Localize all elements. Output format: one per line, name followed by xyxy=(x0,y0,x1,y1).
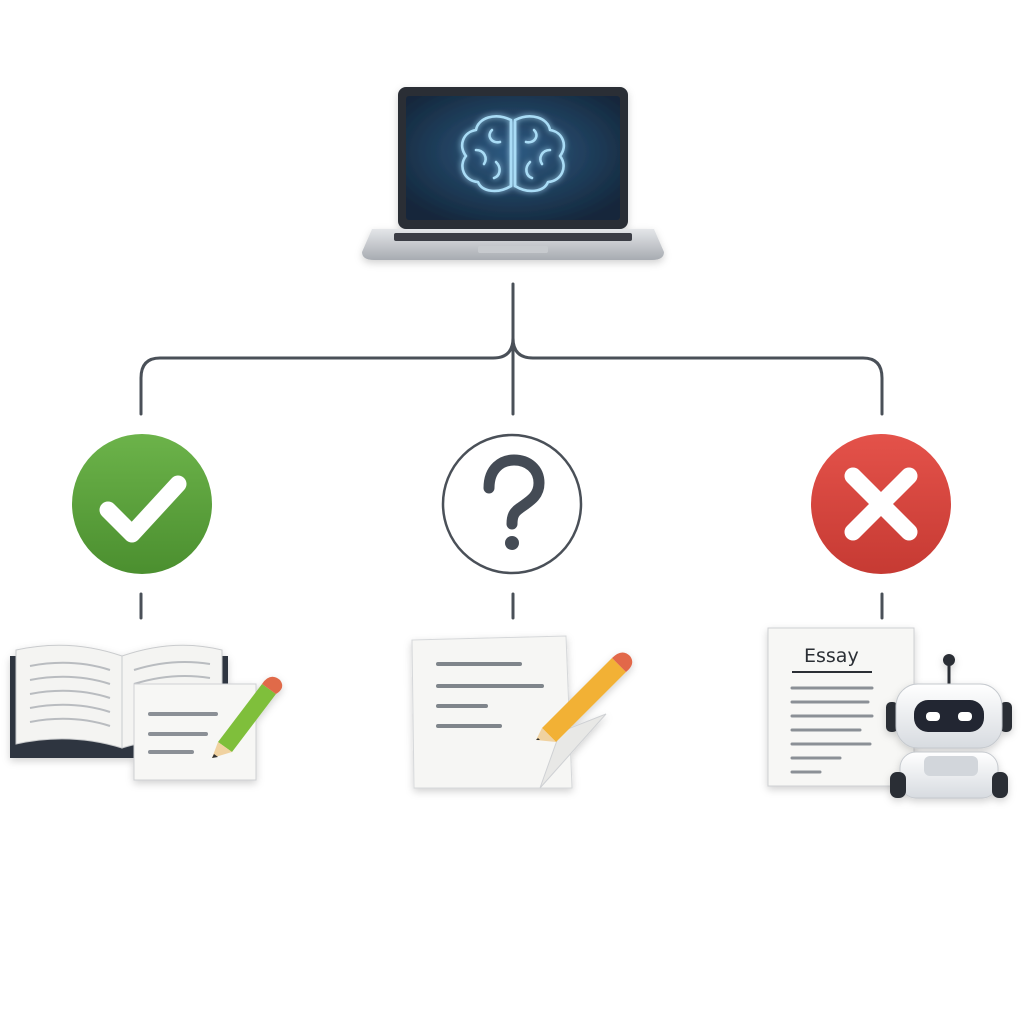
brain-icon xyxy=(460,115,566,193)
status-circle-outline xyxy=(441,433,583,575)
connector-lines xyxy=(139,282,884,620)
pencil-icon xyxy=(212,676,283,758)
status-circle-green xyxy=(72,434,212,574)
checkmark-icon xyxy=(72,434,212,574)
page-curl xyxy=(539,713,607,789)
book-and-notes-icon xyxy=(10,644,283,781)
laptop-icon xyxy=(362,87,664,260)
laptop-trackpad xyxy=(478,246,548,253)
laptop-keyboard xyxy=(394,233,632,241)
robot-icon xyxy=(886,654,1012,799)
connector-right xyxy=(511,336,884,416)
question-mark-icon xyxy=(441,433,583,575)
cross-icon xyxy=(811,434,951,574)
laptop-screen xyxy=(406,96,620,220)
ai-written-essay-icon: Essay xyxy=(767,627,1012,799)
pencil-icon xyxy=(536,652,633,742)
document-page xyxy=(411,635,573,789)
document-with-pencil-icon xyxy=(411,635,633,789)
connector-left xyxy=(139,282,515,416)
essay-title: Essay xyxy=(804,645,859,667)
